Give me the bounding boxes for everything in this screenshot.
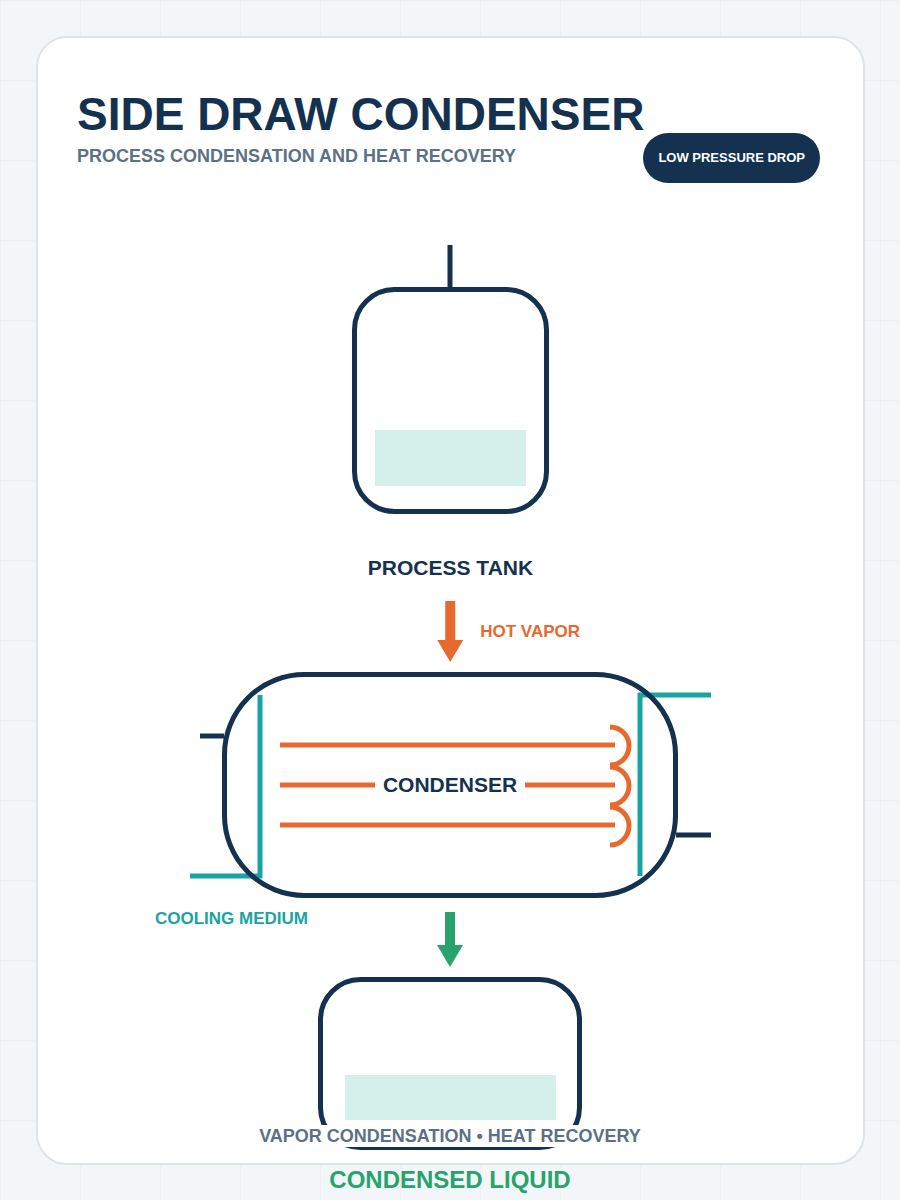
vessel-outline — [355, 290, 547, 512]
tank-nozzle — [448, 245, 453, 289]
stream-label: COOLING MEDIUM — [155, 909, 308, 929]
vessel-caption: PROCESS TANK — [368, 556, 533, 580]
condenser-stubs — [200, 736, 711, 835]
tube-sheets — [190, 693, 711, 878]
vessel-outline — [225, 675, 676, 896]
vessel-label: CONDENSER — [375, 771, 525, 799]
flow-arrow — [437, 912, 463, 967]
process-tank: PROCESS TANK — [352, 287, 549, 587]
badge-pill: LOW PRESSURE DROP — [643, 133, 820, 183]
card — [37, 37, 864, 1164]
title: SIDE DRAW CONDENSER — [77, 88, 644, 141]
process-tank-outline — [352, 287, 549, 514]
arrow-head — [437, 640, 463, 662]
arrow-head — [437, 945, 463, 967]
condenser-shell: CONDENSER — [222, 672, 678, 898]
caption: VAPOR CONDENSATION • HEAT RECOVERY — [253, 1125, 647, 1148]
arrow-shaft — [445, 601, 455, 642]
receiver-tank: CONDENSED LIQUID — [318, 977, 582, 1199]
badge-text: LOW PRESSURE DROP — [658, 151, 805, 166]
vessel-caption: CONDENSED LIQUID — [329, 1166, 570, 1194]
receiver-liquid — [345, 1075, 556, 1120]
vessel-outline — [321, 980, 580, 1148]
arrow-shaft — [445, 912, 455, 947]
condenser-tubes — [280, 727, 629, 845]
subtitle: PROCESS CONDENSATION AND HEAT RECOVERY — [77, 146, 516, 167]
flow-arrow — [437, 601, 463, 662]
stream-label: HOT VAPOR — [480, 622, 580, 642]
tank-liquid — [375, 430, 526, 486]
